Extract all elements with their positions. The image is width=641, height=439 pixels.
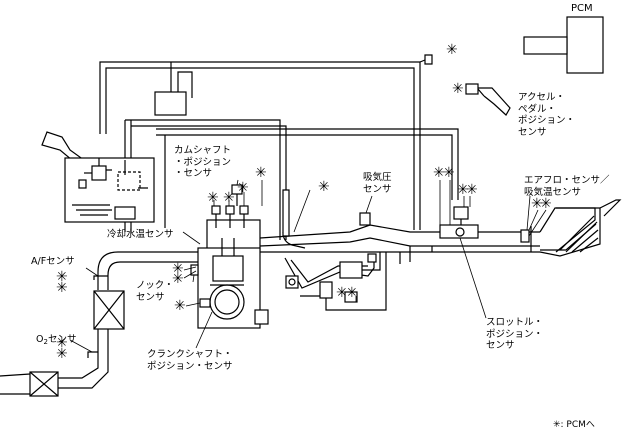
pcm-unit [523,16,604,74]
pcm-connection-marker: ✳ [336,285,348,301]
manifold-pressure-sensor-label: 吸気圧 センサ [363,172,392,195]
pcm-connection-marker: ✳ [172,271,184,287]
pcm-connection-marker: ✳ [457,182,469,198]
pcm-connection-marker: ✳ [174,298,186,314]
pcm-wire-ends [183,180,547,307]
pcm-connection-marker: ✳ [223,190,235,206]
pcm-connection-marker: ✳ [56,280,68,296]
camshaft-position-sensor-label: カムシャフト ・ポジション ・センサ [174,145,232,179]
pcm-connection-marker: ✳ [466,182,478,198]
legend-pcm-note: ✳: PCMへ [553,420,595,430]
pcm-connection-marker: ✳ [346,285,358,301]
pcm-connection-marker: ✳ [531,196,543,212]
vacuum-valves [284,252,411,311]
leader-lines [69,179,531,353]
pcm-connection-marker: ✳ [452,81,464,97]
engine-block [190,184,269,329]
af-sensor-label: A/Fセンサ [31,256,75,267]
fuel-tank-unit [41,131,155,223]
crankshaft-position-sensor-label: クランクシャフト・ ポジション・センサ [147,349,233,372]
pcm-connection-marker: ✳ [56,346,68,362]
pcm-connection-marker: ✳ [540,196,552,212]
accelerator-pedal-position-sensor-label: アクセル・ ペダル・ ポジション・ センサ [518,92,576,138]
pcm-label: PCM [571,3,593,14]
pcm-connection-marker: ✳ [318,179,330,195]
pcm-connection-marker: ✳ [56,269,68,285]
pcm-connection-marker: ✳ [446,42,458,58]
pcm-connection-marker: ✳ [207,190,219,206]
o2-sensor-label: O2センサ [36,333,77,346]
coolant-temp-sensor-label: 冷却水温センサ [107,229,174,240]
pcm-connection-marker: ✳ [237,180,249,196]
accelerator-pedal [465,83,511,116]
knock-sensor-label: ノック・ センサ [136,280,174,303]
intake-manifold [259,189,622,257]
exhaust-system [0,251,198,397]
pcm-connection-marker: ✳ [433,165,445,181]
airflow-intake-temp-sensor-label: エアフロ・センサ／ 吸気温センサ [524,175,610,198]
pcm-connection-marker: ✳ [443,165,455,181]
pcm-connection-marker: ✳ [172,261,184,277]
pcm-connection-marker: ✳ [56,335,68,351]
pcm-connection-marker: ✳ [255,165,267,181]
throttle-position-sensor-label: スロットル・ ポジション・ センサ [486,317,544,351]
